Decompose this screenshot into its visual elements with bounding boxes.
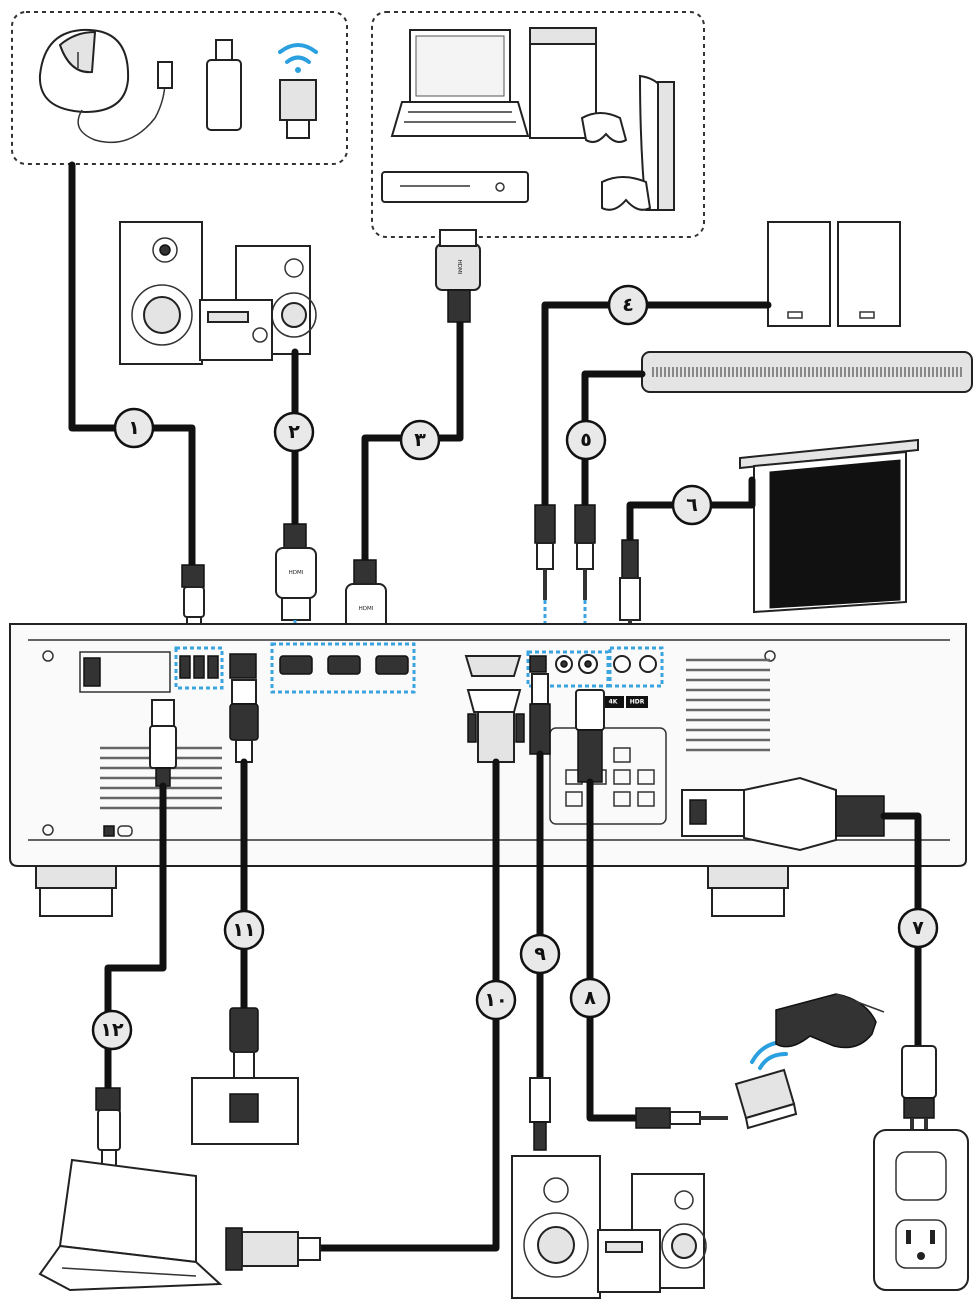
- vga-plug-icon: [466, 689, 525, 763]
- usb-port-highlight: [174, 646, 224, 690]
- badge-9: ٩: [519, 933, 561, 975]
- trigger-plug-icon: [619, 539, 641, 642]
- usb-stick-icon: [206, 39, 242, 131]
- usb-mouse-icon: [38, 28, 173, 144]
- controller-icon: [601, 176, 652, 211]
- vga-plug-icon: [225, 1227, 321, 1271]
- spdif-plug-icon: [529, 673, 551, 755]
- 3d-sync-plug-icon: [575, 689, 605, 783]
- 3d-glasses-icon: [775, 993, 885, 1049]
- laptop-icon: [38, 1158, 223, 1292]
- cable-8: [586, 778, 644, 1122]
- trigger-port-highlight: [608, 646, 664, 688]
- hdmi-sources-box: [371, 11, 705, 238]
- badge-4: ٤: [607, 284, 649, 326]
- svg-text:٣: ٣: [414, 429, 426, 451]
- bluray-player-icon: [381, 171, 529, 203]
- usb-accessories-box: [11, 11, 348, 165]
- usb-accessories-group: [11, 11, 348, 165]
- badge-6: ٦: [671, 484, 713, 526]
- badge-8: ٨: [569, 977, 611, 1019]
- svg-text:٨: ٨: [584, 987, 596, 1009]
- svg-text:4K: 4K: [609, 699, 618, 706]
- speaker-icon: [511, 1155, 707, 1299]
- wifi-dongle-icon: [278, 43, 318, 139]
- svg-text:١٢: ١٢: [100, 1019, 124, 1041]
- controller-icon: [580, 112, 628, 143]
- keypad-panel: [549, 727, 667, 825]
- badge-1: ١: [113, 407, 155, 449]
- hdmi-sources-group: [371, 11, 705, 238]
- audio-plug-icon: [534, 504, 556, 600]
- badge-7: ٧: [897, 907, 939, 949]
- usb-plug-icon: [149, 699, 177, 787]
- cable-5: [581, 370, 646, 514]
- audio-plug-icon: [574, 504, 596, 600]
- cable-10: [314, 758, 500, 1252]
- hdmi-mark: HDMI: [456, 260, 462, 275]
- badge-12: ١٢: [91, 1009, 133, 1051]
- audio-port-highlight: [526, 650, 610, 688]
- ethernet-plug-icon: [229, 679, 259, 763]
- badge-5: ٥: [565, 419, 607, 461]
- ethernet-jack-icon: [191, 1077, 299, 1145]
- svg-text:HDR: HDR: [630, 699, 645, 706]
- hdmi-mark: HDMI: [359, 606, 374, 612]
- rca-plug-icon: [529, 1077, 551, 1151]
- cable-4: [541, 301, 772, 514]
- svg-text:٦: ٦: [686, 494, 698, 516]
- svg-text:٢: ٢: [288, 421, 300, 443]
- 3d-emitter-icon: [734, 1068, 798, 1130]
- badge-11: ١١: [223, 909, 265, 951]
- speaker-icon: [767, 221, 901, 327]
- cable-7: [880, 812, 922, 1054]
- svg-text:٧: ٧: [912, 917, 924, 939]
- svg-text:١: ١: [128, 417, 140, 439]
- ethernet-plug-icon: [229, 1007, 259, 1083]
- badge-2: ٢: [273, 411, 315, 453]
- badge-10: ١٠: [475, 979, 517, 1021]
- usb-plug-icon: [95, 1087, 121, 1169]
- svg-text:١١: ١١: [232, 919, 255, 941]
- hdr-badge: HDR: [626, 696, 648, 708]
- projection-screen-icon: [739, 438, 919, 614]
- hdmi-port-highlight: [270, 642, 416, 694]
- laptop-icon: [390, 29, 530, 137]
- power-outlet-icon: [873, 1129, 969, 1291]
- audio-plug-icon: [635, 1107, 728, 1129]
- vent-grille: [686, 658, 770, 752]
- hdmi-plug-icon: HDMI: [275, 523, 317, 621]
- svg-text:١٠: ١٠: [484, 989, 507, 1011]
- svg-text:٩: ٩: [534, 943, 546, 965]
- game-console-icon: [638, 74, 675, 211]
- power-plug-icon: [743, 776, 885, 852]
- svg-text:٥: ٥: [580, 429, 592, 451]
- svg-text:٤: ٤: [622, 294, 634, 316]
- hdmi-mark: HDMI: [289, 570, 304, 576]
- speaker-icon: [119, 221, 317, 365]
- soundbar-icon: [641, 351, 973, 393]
- badge-3: ٣: [399, 419, 441, 461]
- hdmi-plug-icon: HDMI: [435, 229, 481, 323]
- projector-rear-panel: 4K HDR: [9, 623, 967, 917]
- 4k-badge: 4K: [602, 696, 624, 708]
